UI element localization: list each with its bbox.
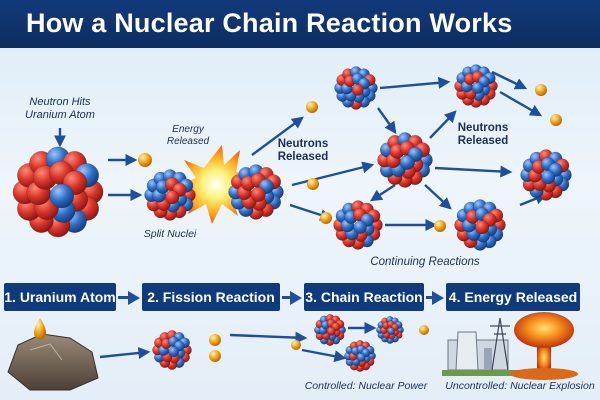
label-controlled: Controlled: Nuclear Power <box>304 380 428 392</box>
uranium-droplet-icon <box>34 318 46 340</box>
power-plant-icon <box>442 317 518 376</box>
arrow-top-1 <box>379 76 451 90</box>
arrow-mid-down <box>424 184 452 210</box>
chain-nucleus-right <box>520 149 572 201</box>
step-4-box: 4. Energy Released <box>446 283 580 311</box>
page-title: How a Nuclear Chain Reaction Works <box>26 8 513 38</box>
free-neutron-2 <box>306 101 318 113</box>
label-neutrons-released-left: Neutrons Released <box>277 138 329 164</box>
fission-burst <box>176 145 256 224</box>
split-nucleus-right <box>228 164 284 220</box>
arrow-top-3 <box>499 90 543 117</box>
bottom-nucleus-4 <box>376 316 404 344</box>
free-neutron-10 <box>291 340 301 350</box>
bottom-nucleus-3 <box>344 340 376 372</box>
label-split-nuclei: Split Nuclei <box>143 228 197 240</box>
split-nucleus-left <box>144 169 196 221</box>
steps-bar: 1. Uranium Atom 2. Fission Reaction 3. C… <box>0 283 600 313</box>
step-2-box: 2. Fission Reaction <box>142 283 280 311</box>
chain-nucleus-mid <box>377 132 433 188</box>
step-connector-1 <box>118 296 130 299</box>
chain-nucleus-top-2 <box>454 64 498 108</box>
free-neutron-4 <box>320 212 332 224</box>
free-neutron-8 <box>209 334 221 346</box>
flow-arrows <box>54 70 548 363</box>
free-neutron-6 <box>550 114 562 126</box>
label-neutron-hits: Neutron Hits Uranium Atom <box>25 96 95 121</box>
arrow-top-down <box>377 107 397 134</box>
mushroom-cloud-icon <box>510 312 578 380</box>
label-neutrons-released-right: Neutrons Released <box>457 122 509 148</box>
step-connector-3 <box>426 296 434 299</box>
step-arrow-2-icon <box>290 291 302 305</box>
arrow-up-right <box>251 116 304 156</box>
uranium-nucleus-large <box>12 146 104 238</box>
step-arrow-1-icon <box>128 291 140 305</box>
title-bar: How a Nuclear Chain Reaction Works <box>0 0 600 48</box>
arrow-mid-up <box>429 110 457 139</box>
free-neutron-3 <box>307 178 319 190</box>
nuclei-layer <box>12 64 572 372</box>
arrow-bottom-3 <box>301 348 347 363</box>
bottom-nucleus-1 <box>152 330 192 370</box>
arrow-mid-right2 <box>434 165 513 178</box>
arrow-top-2 <box>491 70 528 90</box>
free-neutron-9 <box>209 350 221 362</box>
arrow-mid-downleft <box>369 183 396 202</box>
arrow-bottom-1 <box>99 347 151 359</box>
free-neutron-5 <box>535 84 547 96</box>
diagram-canvas <box>7 64 578 391</box>
step-3-box: 3. Chain Reaction <box>304 283 424 311</box>
label-continuing-reactions: Continuing Reactions <box>370 256 480 268</box>
chain-nucleus-low-left <box>333 200 383 250</box>
arrow-bottom-2 <box>229 331 308 344</box>
arrow-mid-right <box>291 161 375 187</box>
chain-nucleus-top-1 <box>334 66 378 110</box>
free-neutron-1 <box>138 153 152 167</box>
label-energy-released: Energy Released <box>166 124 210 147</box>
chain-nucleus-low-right <box>454 199 506 251</box>
free-neutron-7 <box>434 220 446 232</box>
uranium-ore-rock <box>7 333 99 391</box>
bottom-nucleus-2 <box>314 314 346 346</box>
step-connector-2 <box>282 296 292 299</box>
label-uncontrolled: Uncontrolled: Nuclear Explosion <box>445 380 595 392</box>
step-arrow-3-icon <box>432 291 444 305</box>
step-1-box: 1. Uranium Atom <box>4 283 116 311</box>
free-neutron-11 <box>419 325 429 335</box>
